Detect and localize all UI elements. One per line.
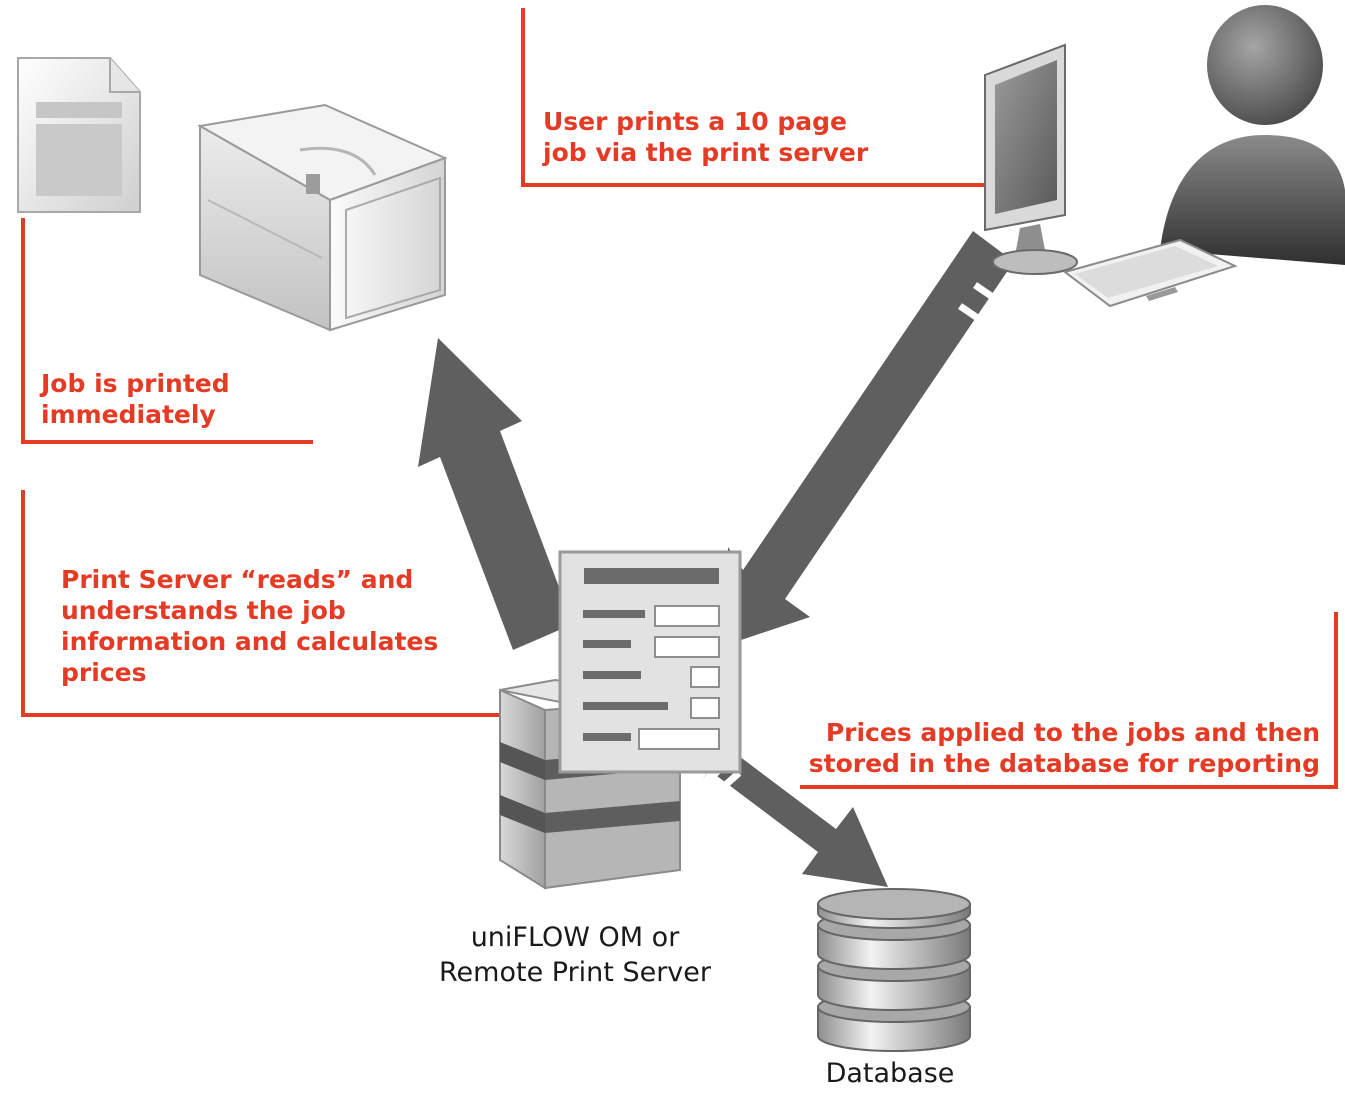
printer-icon <box>197 103 448 332</box>
callout-lines <box>21 8 1338 789</box>
flow-arrows <box>418 231 1015 887</box>
prices-callout-line <box>800 612 1338 789</box>
document-icon <box>17 57 141 213</box>
database-icon <box>817 888 971 1052</box>
prices-applied-note: Prices applied to the jobs and then stor… <box>808 718 1320 778</box>
arrow-to-database <box>702 747 888 887</box>
user-prints-note: User prints a 10 page job via the print … <box>543 107 869 167</box>
server-caption: uniFLOW OM or Remote Print Server <box>439 922 711 988</box>
job-form-icon <box>558 550 742 774</box>
user-callout-line <box>521 8 985 187</box>
reads-callout-line <box>21 490 555 717</box>
job-printed-note: Job is printed immediately <box>41 369 230 429</box>
arrow-from-user <box>726 231 1015 645</box>
printed-callout-line <box>21 218 313 444</box>
arrow-to-printer <box>418 338 573 650</box>
database-caption: Database <box>825 1058 955 1089</box>
computer-user-icon <box>984 5 1345 308</box>
server-reads-note: Print Server “reads” and understands the… <box>61 565 439 687</box>
